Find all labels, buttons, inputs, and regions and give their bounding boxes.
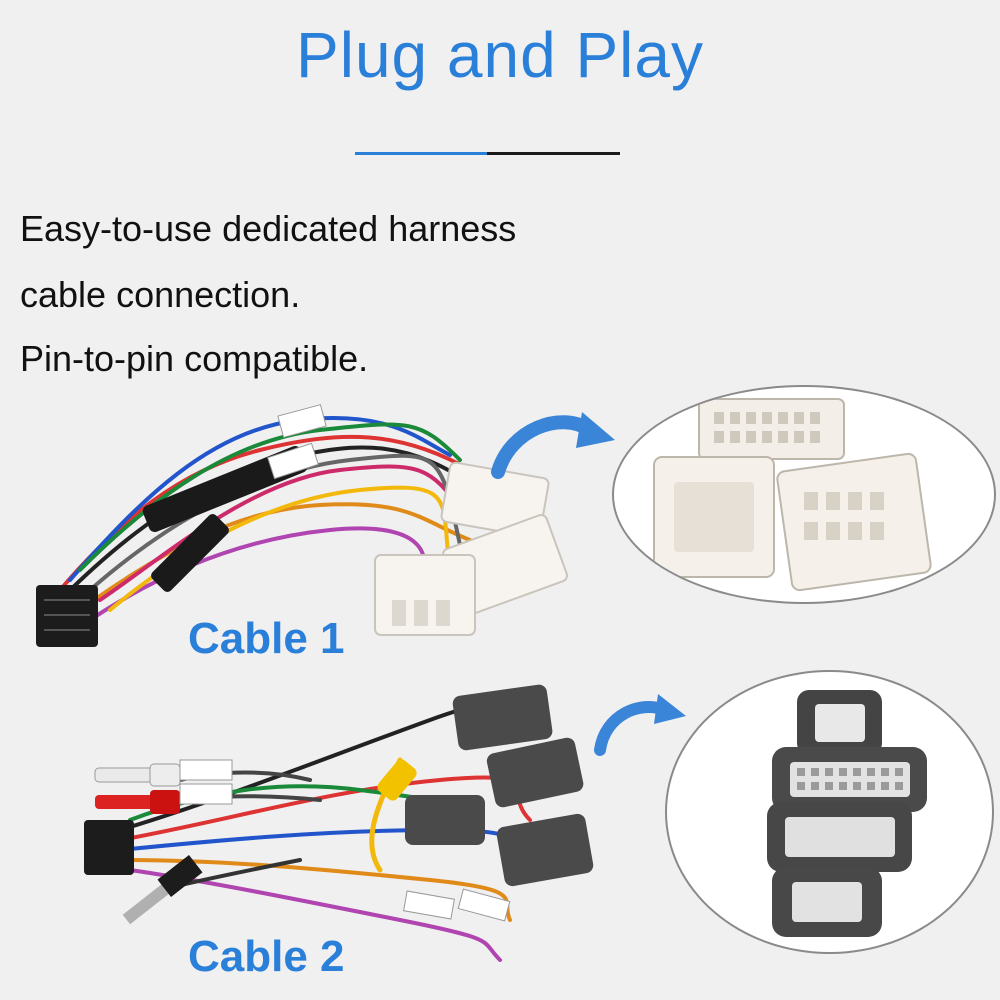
description-line-1: Easy-to-use dedicated harness [20,208,517,249]
connector-closeup-1 [653,398,932,592]
cable-2-label: Cable 2 [188,932,345,981]
cable-2-connector-closeup [665,670,994,954]
connector-closeup-2 [767,690,927,937]
description-line-2: cable connection. [20,274,301,315]
arrow-icon [594,694,686,756]
title-underline-accent [355,152,487,155]
page-title: Plug and Play [296,19,704,91]
description-line-3: Pin-to-pin compatible. [20,338,369,379]
title-underline-dark [487,152,620,155]
arrow-icon [491,412,615,479]
cable-1-label: Cable 1 [188,614,345,663]
cable-1-connector-closeup [612,385,996,604]
